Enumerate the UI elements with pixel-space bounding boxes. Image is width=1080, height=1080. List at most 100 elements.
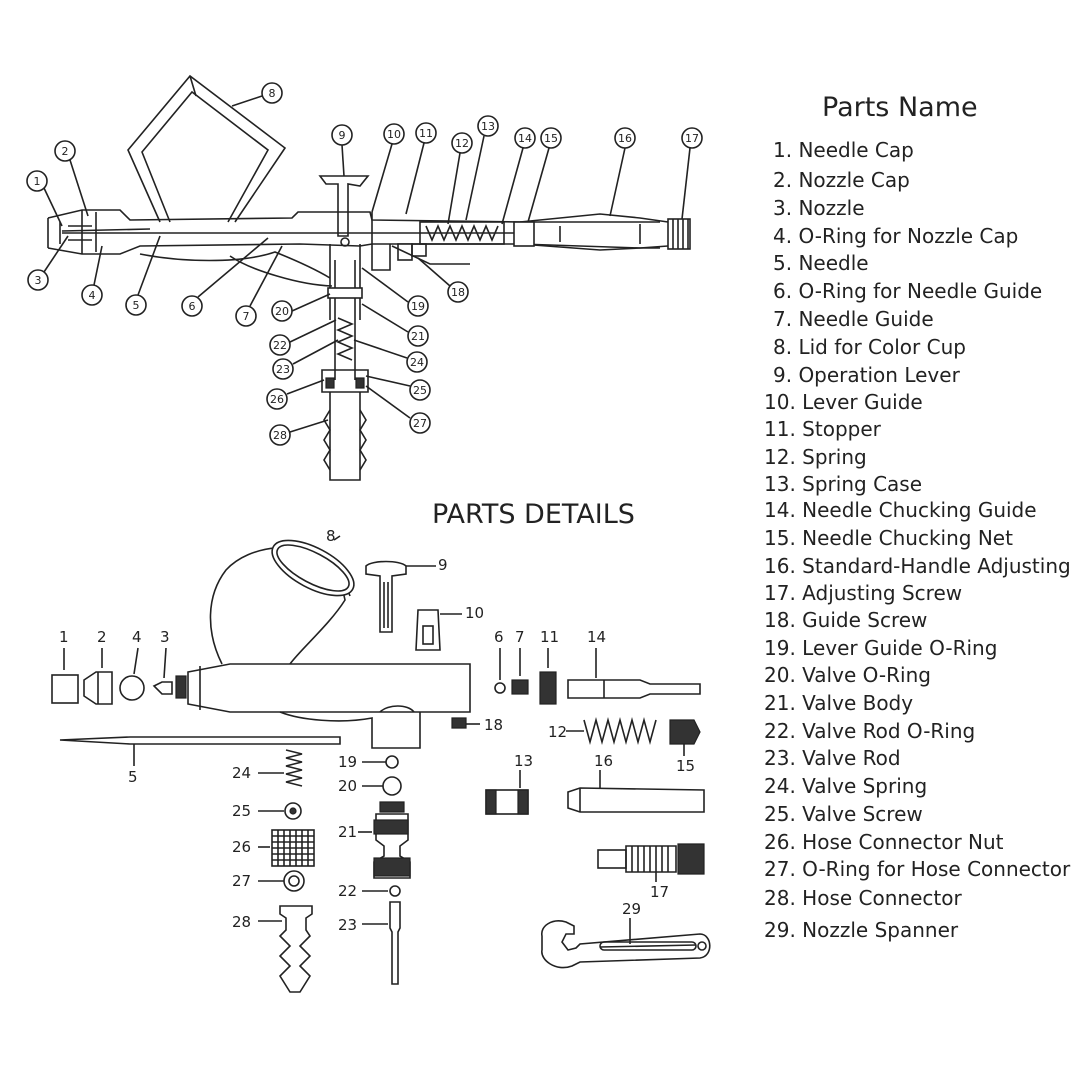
- callout-10: 10: [371, 123, 405, 213]
- svg-text:6: 6: [494, 628, 504, 646]
- list-item: 13. Spring Case: [764, 472, 922, 496]
- svg-text:5: 5: [133, 299, 140, 312]
- callout-20: 20: [271, 293, 331, 322]
- callout-11: 11: [405, 122, 437, 215]
- svg-text:16: 16: [618, 132, 632, 145]
- svg-text:24: 24: [232, 764, 251, 782]
- part-15-needle-chucking-net: 15: [669, 719, 701, 775]
- list-item: 23. Valve Rod: [764, 746, 901, 770]
- part-26-hose-connector-nut: 26: [232, 829, 315, 867]
- svg-text:3: 3: [35, 274, 42, 287]
- part-25-valve-screw: 25: [232, 802, 302, 820]
- svg-text:4: 4: [132, 628, 142, 646]
- list-item: 28. Hose Connector: [764, 886, 962, 910]
- part-11-stopper: 11: [539, 628, 559, 705]
- callout-16: 16: [609, 127, 636, 217]
- svg-text:10: 10: [387, 128, 401, 141]
- part-28-hose-connector: 28: [232, 905, 313, 993]
- part-13-spring-case: 13: [485, 752, 533, 815]
- svg-text:27: 27: [413, 417, 427, 430]
- svg-text:7: 7: [243, 310, 250, 323]
- part-27-o-ring-hose-connector: 27: [232, 870, 305, 892]
- part-16-standard-handle: 16: [567, 752, 705, 813]
- part-3-nozzle: 3: [152, 628, 173, 695]
- callout-13: 13: [465, 115, 499, 221]
- callout-6: 6: [181, 237, 269, 317]
- part-12-spring: 12: [548, 716, 657, 746]
- svg-text:3: 3: [160, 628, 170, 646]
- part-19-lever-guide-o-ring: 19: [338, 753, 399, 771]
- svg-text:25: 25: [413, 384, 427, 397]
- svg-text:18: 18: [451, 286, 465, 299]
- list-item: 1. Needle Cap: [773, 138, 914, 162]
- list-item: 7. Needle Guide: [773, 307, 934, 331]
- callout-26: 26: [266, 379, 325, 410]
- callout-4: 4: [81, 245, 103, 306]
- list-item: 26. Hose Connector Nut: [764, 830, 1004, 854]
- svg-text:14: 14: [518, 132, 532, 145]
- list-item: 4. O-Ring for Nozzle Cap: [773, 224, 1018, 248]
- svg-text:29: 29: [622, 900, 641, 918]
- callout-15: 15: [527, 127, 562, 223]
- svg-text:23: 23: [276, 363, 290, 376]
- callout-14: 14: [501, 127, 536, 225]
- callout-5: 5: [125, 235, 161, 316]
- part-23-valve-rod: 23: [338, 901, 401, 985]
- part-6-o-ring: 6: [494, 628, 506, 694]
- list-item: 14. Needle Chucking Guide: [764, 498, 1037, 522]
- part-21-valve-body: 21: [338, 801, 411, 879]
- svg-text:17: 17: [650, 883, 669, 901]
- list-item: 21. Valve Body: [764, 691, 913, 715]
- list-item: 3. Nozzle: [773, 196, 865, 220]
- svg-text:8: 8: [326, 527, 336, 545]
- svg-text:22: 22: [273, 339, 287, 352]
- part-17-adjusting-screw: 17: [597, 843, 705, 901]
- callout-1: 1: [26, 170, 63, 227]
- svg-text:12: 12: [455, 137, 469, 150]
- svg-text:28: 28: [232, 913, 251, 931]
- svg-text:19: 19: [411, 300, 425, 313]
- list-item: 6. O-Ring for Needle Guide: [773, 279, 1042, 303]
- list-item: 10. Lever Guide: [764, 390, 923, 414]
- list-item: 27. O-Ring for Hose Connector: [764, 857, 1071, 881]
- assembly-callouts: 1 2 3 4 5 6 7 8 9 10 11 12 13 14 15 16 1…: [26, 82, 703, 446]
- svg-text:1: 1: [34, 175, 41, 188]
- svg-text:24: 24: [410, 356, 424, 369]
- svg-text:25: 25: [232, 802, 251, 820]
- svg-text:16: 16: [594, 752, 613, 770]
- part-24-valve-spring: 24: [232, 749, 303, 787]
- svg-text:14: 14: [587, 628, 606, 646]
- list-item: 16. Standard-Handle Adjusting: [764, 554, 1071, 578]
- svg-text:7: 7: [515, 628, 525, 646]
- part-14-needle-chucking-guide: 14: [567, 628, 701, 699]
- list-item: 11. Stopper: [764, 417, 882, 441]
- svg-text:12: 12: [548, 723, 567, 741]
- part-4-o-ring: 4: [119, 628, 145, 701]
- callout-25: 25: [365, 375, 431, 401]
- list-item: 2. Nozzle Cap: [773, 168, 910, 192]
- parts-details-heading: PARTS DETAILS: [432, 499, 635, 530]
- svg-text:8: 8: [269, 87, 276, 100]
- callout-23: 23: [272, 339, 339, 380]
- svg-text:1: 1: [59, 628, 69, 646]
- callout-2: 2: [54, 140, 89, 217]
- svg-text:9: 9: [438, 556, 448, 574]
- svg-text:11: 11: [540, 628, 559, 646]
- part-22-valve-rod-o-ring: 22: [338, 882, 401, 900]
- callout-3: 3: [27, 235, 69, 291]
- parts-name-heading: Parts Name: [822, 92, 978, 123]
- list-item: 20. Valve O-Ring: [764, 663, 931, 687]
- callout-22: 22: [269, 319, 337, 356]
- part-9-operation-lever: 9: [365, 556, 448, 633]
- list-item: 12. Spring: [764, 445, 867, 469]
- svg-text:18: 18: [484, 716, 503, 734]
- list-item: 22. Valve Rod O-Ring: [764, 719, 975, 743]
- callout-18: 18: [417, 257, 469, 303]
- part-10-lever-guide: 10: [415, 604, 484, 651]
- svg-text:26: 26: [270, 393, 284, 406]
- svg-text:2: 2: [62, 145, 69, 158]
- callout-12: 12: [447, 132, 473, 225]
- svg-text:17: 17: [685, 132, 699, 145]
- svg-text:13: 13: [514, 752, 533, 770]
- part-2-nozzle-cap: 2: [83, 628, 113, 705]
